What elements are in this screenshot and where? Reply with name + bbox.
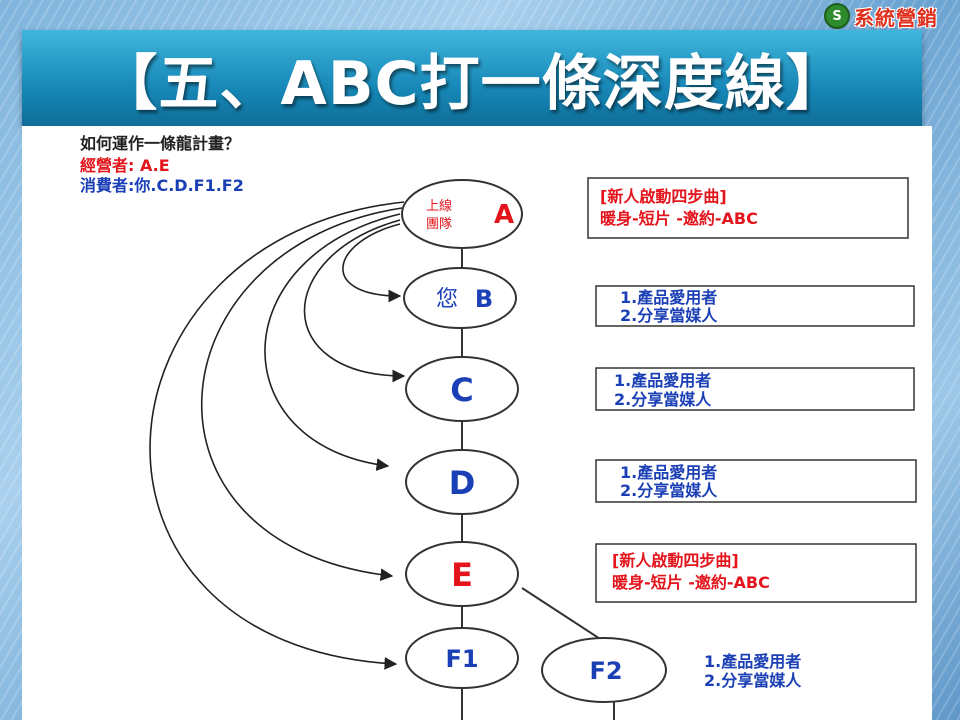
info-box-d-line2: 2.分享當媒人 <box>620 481 718 500</box>
node-b-letter: B <box>475 285 493 313</box>
info-box-b-line2: 2.分享當媒人 <box>620 306 718 325</box>
info-box-e-line1: [新人啟動四步曲] <box>612 551 739 570</box>
info-box-d-line1: 1.產品愛用者 <box>620 463 717 482</box>
arrow-a-to-e <box>200 207 403 582</box>
info-f2-line1: 1.產品愛用者 <box>704 652 801 671</box>
info-box-a-line2: 暖身-短片 -邀約-ABC <box>600 209 758 228</box>
node-d-letter: D <box>449 464 476 502</box>
info-box-b: 1.產品愛用者 2.分享當媒人 <box>595 285 915 327</box>
arrow-a-to-c <box>303 219 406 383</box>
info-box-c-line2: 2.分享當媒人 <box>614 390 712 409</box>
info-box-b-line1: 1.產品愛用者 <box>620 288 717 307</box>
info-box-e-line2: 暖身-短片 -邀約-ABC <box>612 573 770 592</box>
node-e-letter: E <box>451 556 473 594</box>
arrow-a-to-d <box>264 213 401 471</box>
node-b: 您 B <box>403 267 517 329</box>
ust-logo-icon: S <box>824 3 850 29</box>
node-c: C <box>405 356 519 422</box>
brand-name: 系統營銷 <box>854 5 938 30</box>
flow-diagram: 上線 團隊 A 您 B C D E F1 <box>149 177 917 720</box>
info-box-c-line1: 1.產品愛用者 <box>614 371 711 390</box>
node-a-sub2: 團隊 <box>426 216 452 232</box>
node-f1-letter: F1 <box>445 645 478 673</box>
node-a: 上線 團隊 A <box>401 179 523 249</box>
title-banner: 【五、ABC打一條深度線】 <box>22 30 922 126</box>
node-f1: F1 <box>405 627 519 689</box>
info-f2-line2: 2.分享當媒人 <box>704 671 802 690</box>
slide-title: 【五、ABC打一條深度線】 <box>97 48 847 119</box>
info-box-e: [新人啟動四步曲] 暖身-短片 -邀約-ABC <box>595 543 917 603</box>
node-a-sub1: 上線 <box>426 198 452 214</box>
info-text-f2: 1.產品愛用者 2.分享當媒人 <box>704 652 802 690</box>
node-c-letter: C <box>450 371 473 409</box>
diagram-panel: 如何運作一條龍計畫？ 經營者: A.E 消費者:你.C.D.F1.F2 上線 團… <box>22 126 932 720</box>
node-d: D <box>405 449 519 515</box>
node-e: E <box>405 541 519 607</box>
node-f2: F2 <box>541 637 667 703</box>
node-f2-letter: F2 <box>589 657 622 685</box>
info-box-a-line1: [新人啟動四步曲] <box>600 187 727 206</box>
node-b-sub: 您 <box>436 287 458 312</box>
info-box-d: 1.產品愛用者 2.分享當媒人 <box>595 459 917 503</box>
brand-logo: S 系統營銷 <box>824 3 938 30</box>
arrow-a-to-f1 <box>149 201 405 670</box>
info-box-c: 1.產品愛用者 2.分享當媒人 <box>595 367 915 411</box>
info-box-a: [新人啟動四步曲] 暖身-短片 -邀約-ABC <box>587 177 909 239</box>
node-a-letter: A <box>494 200 514 230</box>
arrow-a-to-b <box>342 223 402 303</box>
intro-operators: 經營者: A.E <box>80 156 170 175</box>
intro-question: 如何運作一條龍計畫？ <box>80 134 241 153</box>
intro-consumers: 消費者:你.C.D.F1.F2 <box>80 176 244 195</box>
